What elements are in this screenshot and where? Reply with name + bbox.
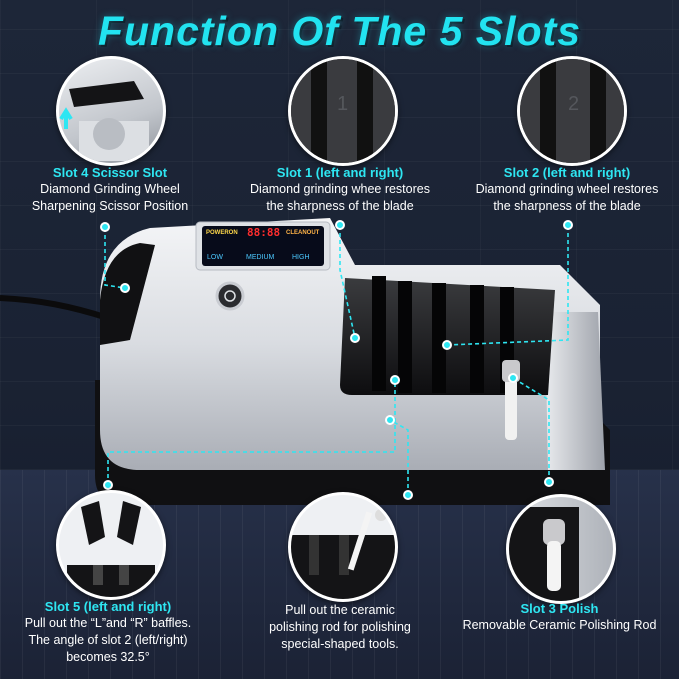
slot2-closeup: 2 [517,56,627,166]
dot-slot1-top [335,220,345,230]
slot5-line2: The angle of slot 2 (left/right) [28,633,188,647]
slot5-heading: Slot 5 (left and right) [44,599,172,614]
ceramic-rod [505,370,517,440]
rod-closeup [288,492,398,602]
slot5-label: Slot 5 (left and right) Pull out the “L”… [0,598,216,666]
slot2-icon [520,59,624,163]
slot3-heading: Slot 3 Polish [520,601,599,616]
scissor-slot-icon [59,81,149,161]
polish-rod-icon [509,507,579,601]
power-cord [0,295,109,321]
slot1-closeup: 1 [288,56,398,166]
slot2-label: Slot 2 (left and right) Diamond grinding… [455,164,679,215]
slot1-label: Slot 1 (left and right) Diamond grinding… [225,164,455,215]
slot4-label: Slot 4 Scissor Slot Diamond Grinding Whe… [0,164,220,215]
slot4-heading: Slot 4 Scissor Slot [52,165,168,180]
lcd-digits: 88:88 [247,226,281,239]
slot5-line1: Pull out the “L”and “R” baffles. [24,616,192,630]
slot3-label: Slot 3 Polish Removable Ceramic Polishin… [440,600,679,634]
slot1-heading: Slot 1 (left and right) [276,165,404,180]
slot1-icon [291,59,395,163]
slot2-heading: Slot 2 (left and right) [503,165,631,180]
slot5-closeup [56,490,166,600]
scissor-slot [100,243,155,345]
rod-icon [291,509,395,599]
rod-line3: special-shaped tools. [281,637,399,651]
dot-slot2-body [442,340,452,350]
dot-slot3-body [508,373,518,383]
dot-slot3-bottom [544,477,554,487]
lcd-power-label: POWERON [206,230,238,236]
slot3-line1: Removable Ceramic Polishing Rod [462,618,657,632]
page-title: Function Of The 5 Slots [97,8,582,54]
power-button [215,281,245,311]
slot4-closeup [56,56,166,166]
lcd-high-label: HIGH [292,254,310,261]
baffles-icon [67,501,155,597]
dot-slot5-bottom [103,480,113,490]
lcd-cleanout-label: CLEANOUT [286,230,320,236]
rod-line2: polishing rod for polishing [269,620,411,634]
dot-slot4-body [120,283,130,293]
slot2-badge: 2 [568,93,580,115]
lcd-medium-label: MEDIUM [246,254,275,261]
lcd-low-label: LOW [207,254,223,261]
dot-slot4-top [100,222,110,232]
dot-slot5-body [390,375,400,385]
dot-rod-bottom [403,490,413,500]
dot-rod-body [385,415,395,425]
slot3-closeup [506,494,616,604]
slot4-line2: Sharpening Scissor Position [31,199,189,213]
slot4-line1: Diamond Grinding Wheel [40,182,180,196]
slot1-line2: the sharpness of the blade [266,199,414,213]
slot5-line3: becomes 32.5° [66,650,150,664]
rod-line1: Pull out the ceramic [285,603,395,617]
slot2-line1: Diamond grinding wheel restores [475,182,659,196]
slot1-badge: 1 [337,93,349,115]
lcd-display [202,226,324,266]
rod-label: Pull out the ceramic polishing rod for p… [230,602,450,653]
slot1-line1: Diamond grinding whee restores [250,182,430,196]
slot2-line2: the sharpness of the blade [493,199,641,213]
dot-slot2-top [563,220,573,230]
dot-slot1-body [350,333,360,343]
